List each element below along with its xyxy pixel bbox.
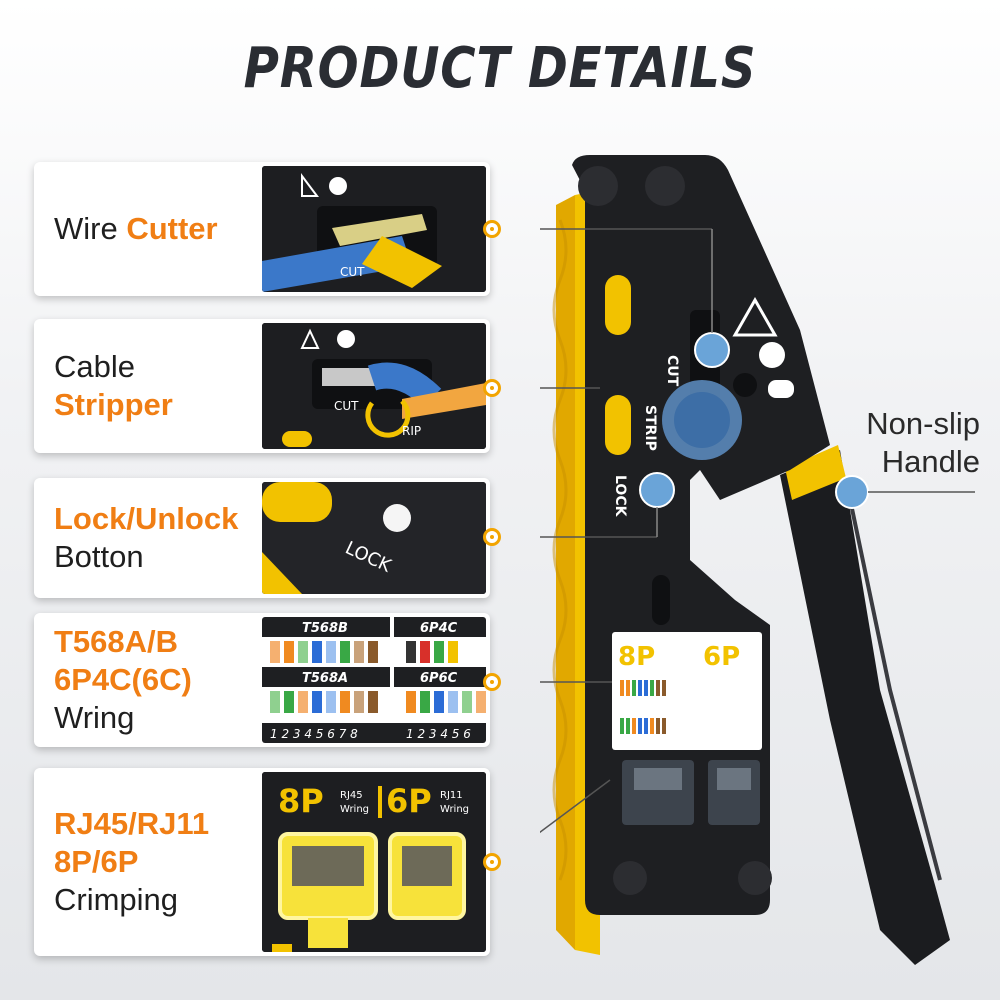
feature-line-1: Lock/Unlock	[54, 501, 239, 536]
wiring-diagram-photo: T568B 6P4C T568A 6P6C	[262, 617, 486, 743]
feature-line-3: Wring	[54, 700, 135, 735]
crimp-wring-label-2: Wring	[440, 804, 469, 815]
callout-dot-1	[483, 220, 501, 238]
t568b-label: T568B	[302, 621, 348, 636]
crimp-rj45-label: RJ45	[340, 790, 363, 801]
feature-title: T568A/B 6P4C(6C) Wring	[54, 613, 264, 747]
tool-lock-label: LOCK	[612, 475, 628, 518]
p4c-label: 6P4C	[420, 621, 458, 636]
handle-label-line-2: Handle	[881, 444, 980, 479]
feature-title: Wire Cutter	[54, 162, 264, 296]
feature-line-3: Crimping	[54, 882, 179, 917]
thumb-strip-label: RIP	[402, 424, 421, 438]
feature-line-2: 6P4C(6C)	[54, 662, 192, 697]
handle-label-line-1: Non-slip	[866, 406, 980, 441]
tool-cut-label: CUT	[664, 355, 680, 387]
feature-title-highlight: Cutter	[126, 211, 218, 246]
thumb-cut-label: CUT	[340, 265, 365, 279]
feature-line-2: 8P/6P	[54, 844, 139, 879]
crimp-rj11-label: RJ11	[440, 790, 463, 801]
feature-card-lock-unlock: Lock/Unlock Botton LOCK	[34, 478, 490, 598]
pins-8-label: 1 2 3 4 5 6 7 8	[270, 727, 358, 741]
feature-card-wiring: T568A/B 6P4C(6C) Wring T568B 6P4C T568A …	[34, 613, 490, 747]
p6c-label: 6P6C	[420, 671, 458, 686]
feature-line-2: Botton	[54, 539, 144, 574]
tool-strip-label: STRIP	[642, 405, 658, 451]
crimping-photo: 8P RJ45 Wring 6P RJ11 Wring	[262, 772, 486, 952]
crimping-tool-illustration: CUT STRIP LOCK 8P 6P	[540, 155, 975, 965]
feature-card-wire-cutter: Wire Cutter CUT	[34, 162, 490, 296]
lock-button-photo: LOCK	[262, 482, 486, 594]
feature-line-1: RJ45/RJ11	[54, 806, 210, 841]
feature-title: Cable Stripper	[54, 319, 264, 453]
cable-stripper-photo: CUT RIP	[262, 323, 486, 449]
feature-title: RJ45/RJ11 8P/6P Crimping	[54, 768, 264, 956]
non-slip-handle-label: Non-slip Handle	[850, 405, 980, 481]
crimp-wring-label: Wring	[340, 804, 369, 815]
callout-dot-3	[483, 528, 501, 546]
feature-card-crimping: RJ45/RJ11 8P/6P Crimping 8P RJ45 Wring 6…	[34, 768, 490, 956]
wire-cutter-photo: CUT	[262, 166, 486, 292]
crimp-6p-label: 6P	[386, 782, 432, 820]
callout-dot-5	[483, 853, 501, 871]
pins-6-label: 1 2 3 4 5 6	[406, 727, 471, 741]
t568a-label: T568A	[302, 671, 348, 686]
callout-dot-4	[483, 673, 501, 691]
feature-line-1: T568A/B	[54, 624, 179, 659]
feature-title: Lock/Unlock Botton	[54, 478, 264, 598]
feature-line-2: Stripper	[54, 387, 173, 422]
crimp-8p-label: 8P	[278, 782, 324, 820]
feature-card-cable-stripper: Cable Stripper CUT RIP	[34, 319, 490, 453]
callout-dot-2	[483, 379, 501, 397]
feature-line-1: Cable	[54, 349, 135, 384]
page-title: PRODUCT DETAILS	[243, 36, 757, 101]
feature-title-plain: Wire	[54, 211, 127, 246]
panel-8p: 8P	[618, 642, 655, 672]
panel-6p: 6P	[703, 642, 740, 672]
thumb-cut-label: CUT	[334, 399, 359, 413]
